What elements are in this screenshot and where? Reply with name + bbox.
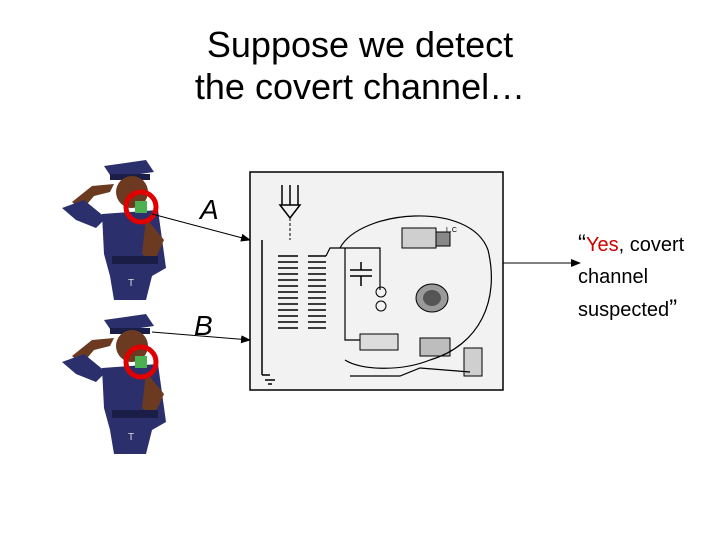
svg-text:T: T bbox=[128, 432, 134, 443]
officer-a-icon: T bbox=[62, 160, 166, 300]
target-a-icon bbox=[123, 189, 159, 225]
result-line-2: channel bbox=[578, 266, 649, 288]
label-a: A bbox=[200, 194, 219, 225]
label-b: B bbox=[194, 310, 213, 341]
result-text: “Yes, covert channel suspected” bbox=[578, 228, 720, 326]
result-line-1: “Yes, covert bbox=[578, 228, 720, 261]
close-quote: ” bbox=[669, 295, 678, 322]
open-quote: “ bbox=[578, 230, 586, 257]
target-b-icon bbox=[123, 344, 159, 380]
result-line-3: suspected” bbox=[578, 293, 720, 326]
circuit-diagram-icon: L.C bbox=[249, 171, 504, 391]
result-suspected: suspected bbox=[578, 299, 670, 321]
title-line-2: the covert channel… bbox=[194, 66, 526, 107]
officer-b-icon: T bbox=[62, 314, 166, 454]
result-yes: Yes bbox=[586, 234, 619, 256]
title-line-1: Suppose we detect bbox=[206, 24, 514, 65]
result-covert: covert bbox=[624, 234, 685, 256]
result-comma: , bbox=[618, 234, 625, 256]
arrow-b bbox=[151, 331, 251, 344]
svg-text:T: T bbox=[128, 278, 134, 289]
slide-title: Suppose we detect the covert channel… bbox=[0, 24, 720, 108]
arrow-a bbox=[151, 213, 251, 242]
svg-text:L.C: L.C bbox=[446, 227, 457, 234]
